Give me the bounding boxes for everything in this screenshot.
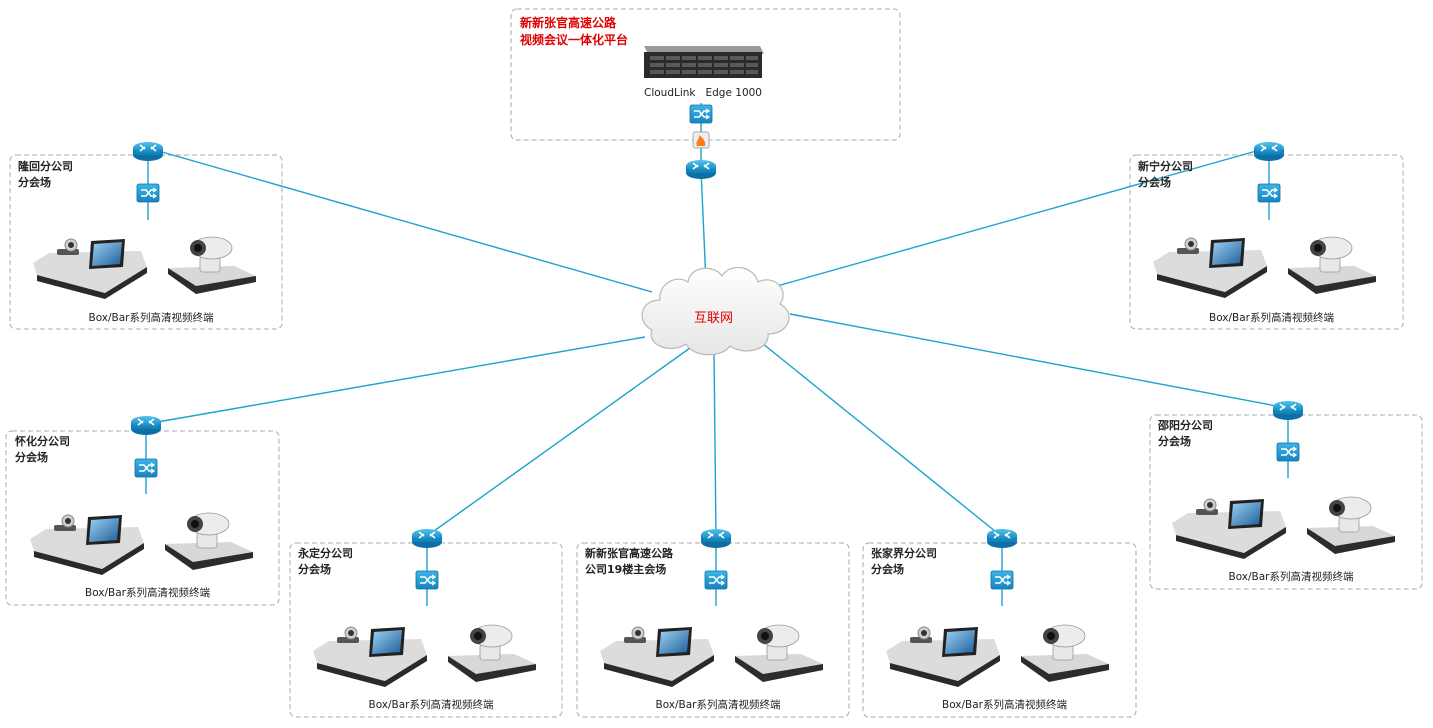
server-label: CloudLink Edge 1000	[644, 87, 762, 99]
site-subname: 分会场	[15, 451, 48, 464]
switch-icon-shaoyang	[1276, 442, 1300, 462]
site-caption-longhui: Box/Bar系列高清视频终端	[88, 312, 214, 324]
site-caption-xinning: Box/Bar系列高清视频终端	[1208, 312, 1334, 324]
site-caption-main: Box/Bar系列高清视频终端	[655, 699, 781, 711]
link-shaoyang	[789, 313, 1288, 409]
site-label-zhangjiajie: 张家界分公司 分会场	[871, 546, 937, 578]
ptz-camera-icon-zhangjiajie	[1020, 624, 1110, 683]
hq-title: 新新张官高速公路 视频会议一体化平台	[520, 15, 628, 49]
hq-switch-icon	[689, 104, 713, 124]
hq-title-line2: 视频会议一体化平台	[520, 33, 629, 47]
router-icon-xinning	[1253, 141, 1285, 162]
link-hq	[700, 169, 707, 283]
router-icon-huaihua	[130, 415, 162, 436]
site-subname: 公司19楼主会场	[585, 563, 667, 576]
switch-icon-huaihua	[134, 458, 158, 478]
site-subname: 分会场	[1158, 435, 1191, 448]
site-label-xinning: 新宁分公司 分会场	[1138, 159, 1193, 191]
site-label-huaihua: 怀化分公司 分会场	[15, 434, 70, 466]
ptz-camera-icon-yongding	[447, 624, 537, 683]
site-name: 新新张官高速公路	[585, 547, 673, 560]
site-subname: 分会场	[871, 563, 904, 576]
switch-icon-longhui	[136, 183, 160, 203]
switch-icon-zhangjiajie	[990, 570, 1014, 590]
site-subname: 分会场	[18, 176, 51, 189]
video-terminal-icon-shaoyang	[1171, 498, 1287, 560]
link-main	[713, 351, 717, 537]
video-terminal-icon-main	[599, 626, 715, 688]
site-caption-shaoyang: Box/Bar系列高清视频终端	[1228, 571, 1354, 583]
site-label-shaoyang: 邵阳分公司 分会场	[1158, 418, 1213, 450]
site-name: 邵阳分公司	[1158, 419, 1213, 432]
site-name: 永定分公司	[298, 547, 353, 560]
site-caption-huaihua: Box/Bar系列高清视频终端	[84, 587, 210, 599]
router-icon-yongding	[411, 528, 443, 549]
site-name: 张家界分公司	[871, 547, 937, 560]
server-icon	[644, 46, 764, 78]
site-label-main: 新新张官高速公路 公司19楼主会场	[585, 546, 673, 578]
ptz-camera-icon-xinning	[1287, 236, 1377, 295]
link-longhui	[147, 147, 653, 293]
site-subname: 分会场	[298, 563, 331, 576]
site-subname: 分会场	[1138, 176, 1171, 189]
video-terminal-icon-yongding	[312, 626, 428, 688]
site-caption-yongding: Box/Bar系列高清视频终端	[368, 699, 494, 711]
ptz-camera-icon-longhui	[167, 236, 257, 295]
link-huaihua	[145, 336, 646, 425]
switch-icon-xinning	[1257, 183, 1281, 203]
switch-icon-yongding	[415, 570, 439, 590]
switch-icon-main	[704, 570, 728, 590]
site-label-yongding: 永定分公司 分会场	[298, 546, 353, 578]
ptz-camera-icon-shaoyang	[1306, 496, 1396, 555]
site-name: 怀化分公司	[15, 435, 70, 448]
site-name: 新宁分公司	[1138, 160, 1193, 173]
cloud-label: 互联网	[694, 311, 734, 326]
site-label-longhui: 隆回分公司 分会场	[18, 159, 73, 191]
video-terminal-icon-xinning	[1152, 237, 1268, 299]
video-terminal-icon-huaihua	[29, 514, 145, 576]
site-name: 隆回分公司	[18, 160, 73, 173]
cloud-icon	[641, 266, 790, 356]
hq-router-icon	[685, 159, 717, 180]
hq-title-line1: 新新张官高速公路	[520, 16, 617, 30]
site-caption-zhangjiajie: Box/Bar系列高清视频终端	[941, 699, 1067, 711]
router-icon-main	[700, 528, 732, 549]
hq-box	[510, 8, 901, 141]
link-yongding	[426, 347, 691, 537]
ptz-camera-icon-main	[734, 624, 824, 683]
router-icon-zhangjiajie	[986, 528, 1018, 549]
ptz-camera-icon-huaihua	[164, 512, 254, 571]
video-terminal-icon-zhangjiajie	[885, 626, 1001, 688]
link-xinning	[769, 147, 1268, 289]
video-terminal-icon-longhui	[32, 238, 148, 300]
link-zhangjiajie	[761, 342, 1002, 537]
firewall-icon	[692, 131, 710, 149]
router-icon-shaoyang	[1272, 400, 1304, 421]
router-icon-longhui	[132, 141, 164, 162]
